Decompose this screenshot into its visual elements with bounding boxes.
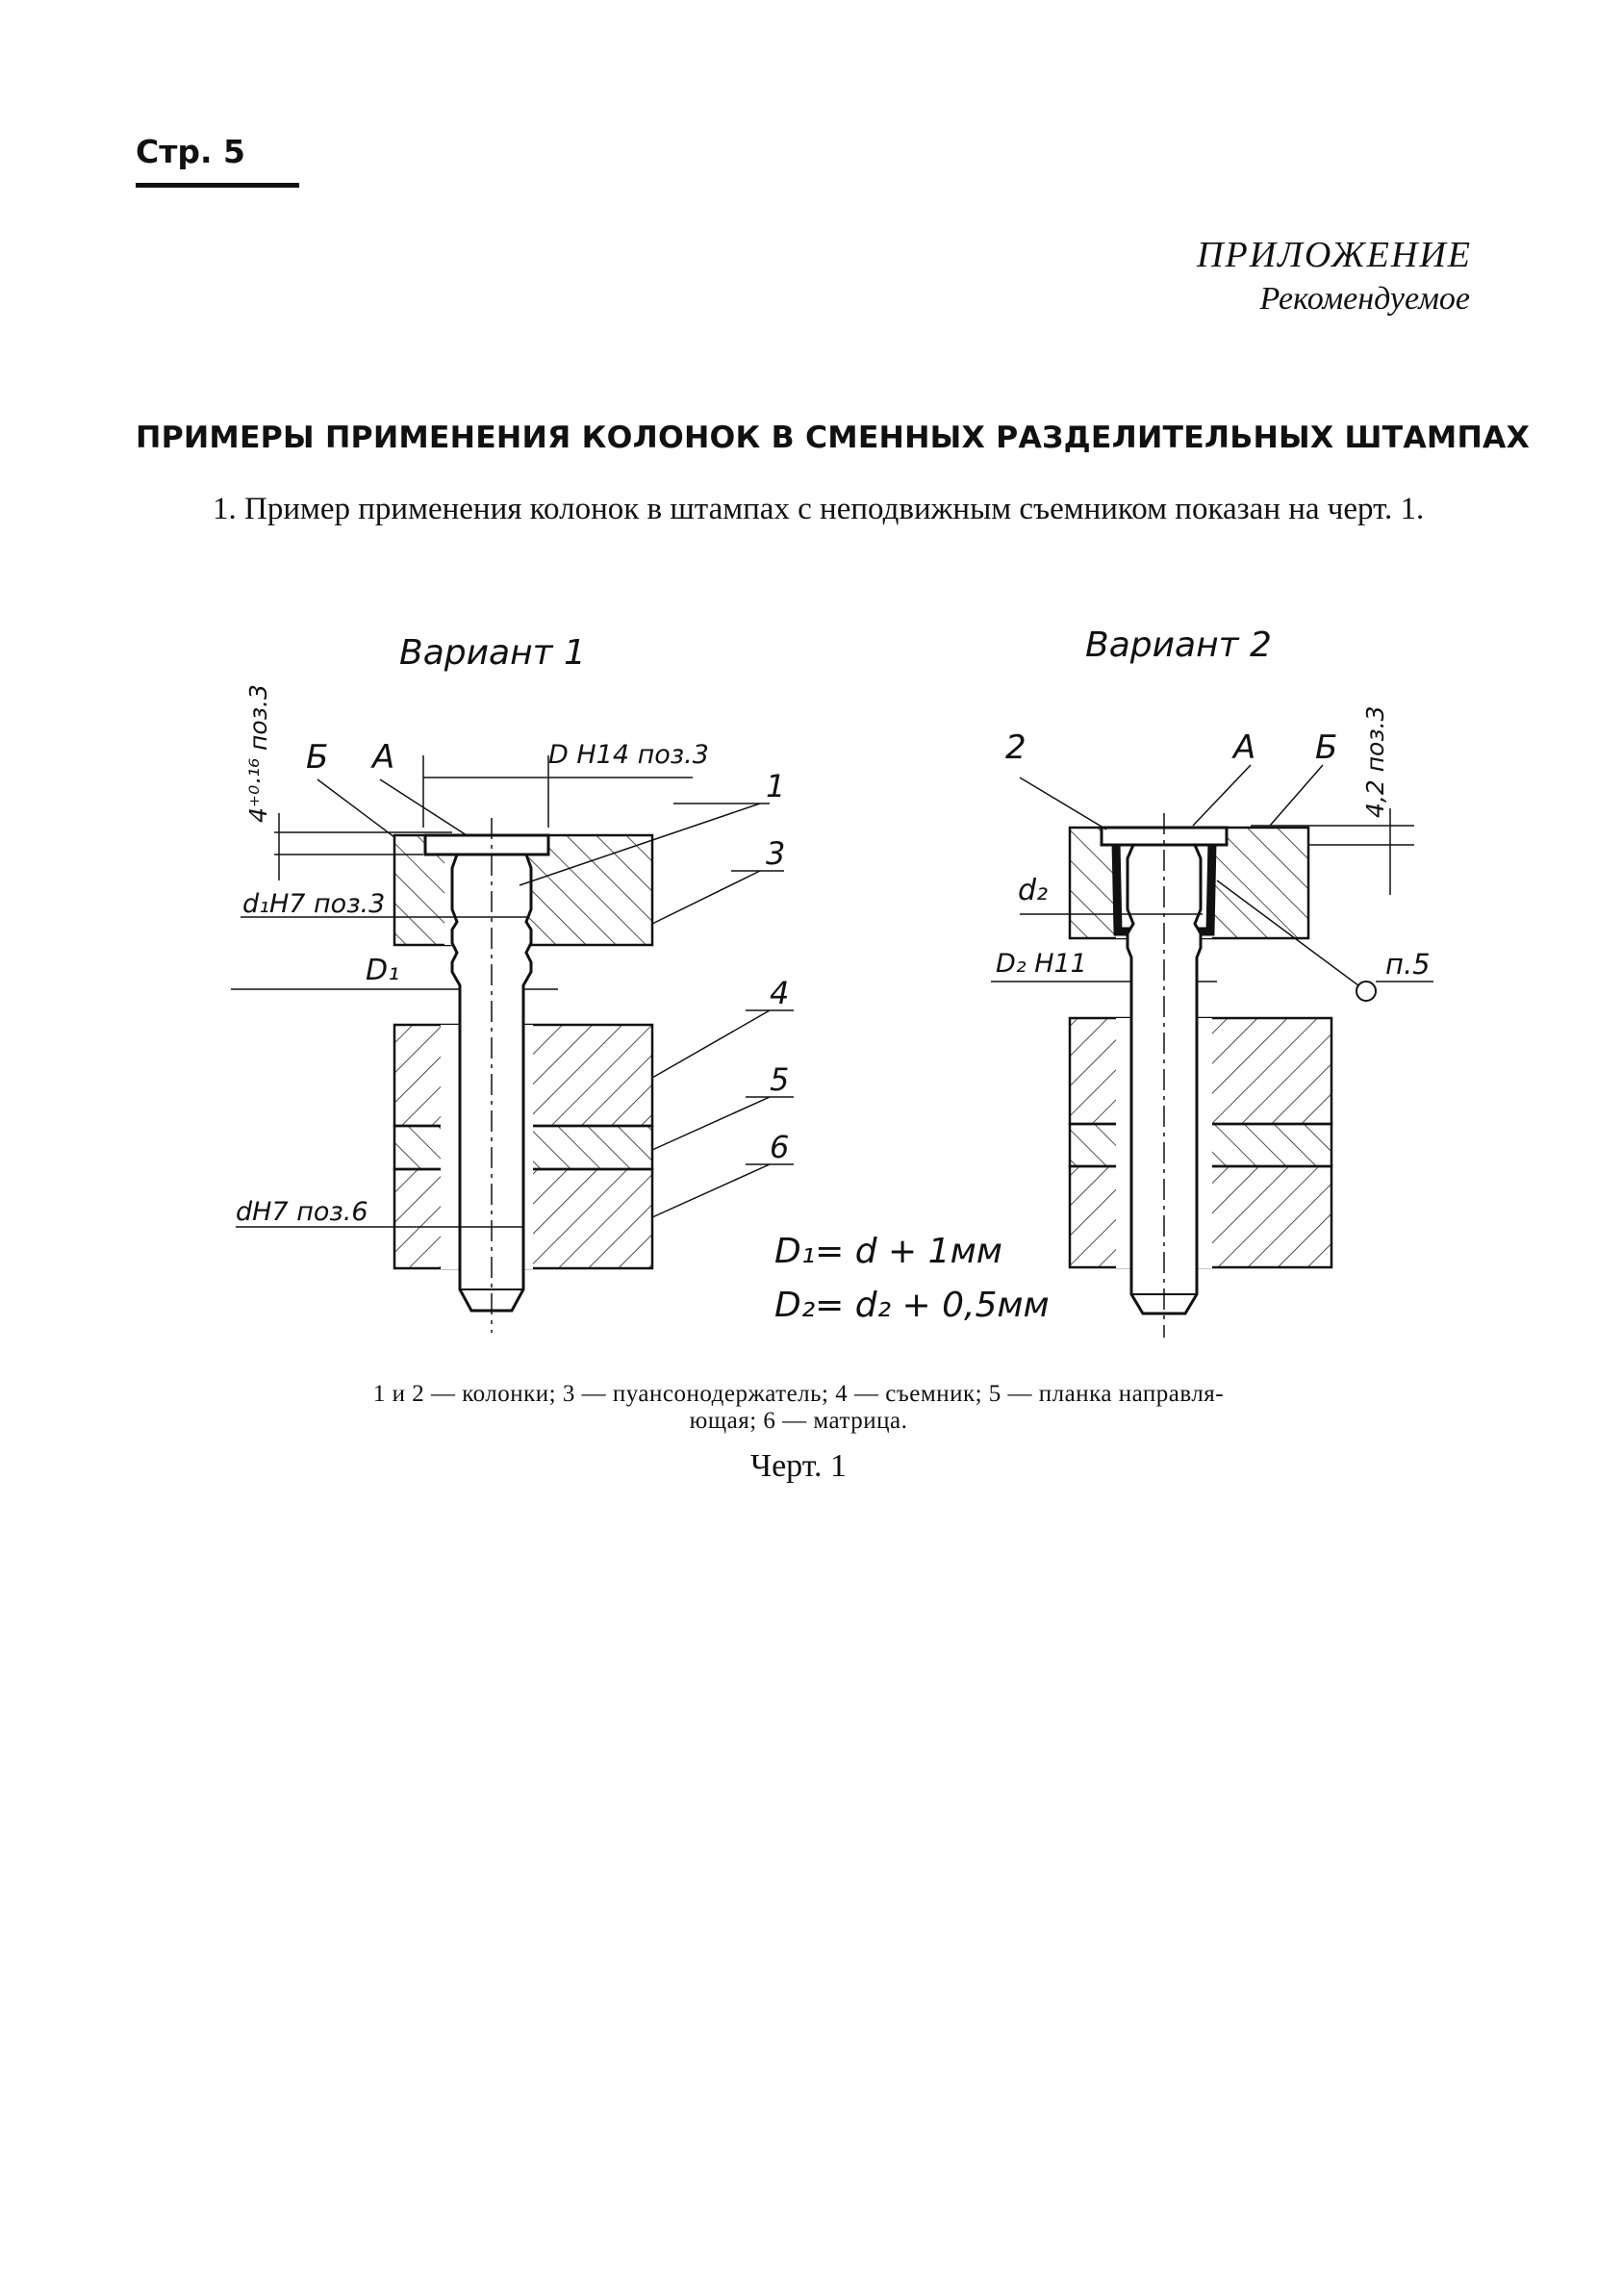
variant-2-drawing bbox=[991, 764, 1433, 1338]
formula-2: D₂= d₂ + 0,5мм bbox=[774, 1286, 1050, 1325]
section-heading: ПРИМЕРЫ ПРИМЕНЕНИЯ КОЛОНОК В СМЕННЫХ РАЗ… bbox=[136, 421, 1531, 455]
v1-pos-4: 4 bbox=[770, 975, 789, 1011]
v1-dim-D1: D₁ bbox=[366, 954, 399, 987]
v1-label-a: А bbox=[370, 738, 394, 777]
v2-label-2: 2 bbox=[1005, 728, 1027, 767]
figure-label: Черт. 1 bbox=[749, 1448, 848, 1484]
caption-line-2: ющая; 6 — матрица. bbox=[689, 1408, 908, 1434]
v2-label-a: А bbox=[1231, 728, 1255, 767]
page-number: Стр. 5 bbox=[136, 133, 245, 170]
v1-dim-dh7: dH7 поз.6 bbox=[236, 1197, 368, 1227]
v1-dim-top: 4⁺⁰·¹⁶ поз.3 bbox=[244, 684, 272, 823]
v2-dim-top: 4,2 поз.3 bbox=[1361, 706, 1389, 819]
v1-pos-6: 6 bbox=[770, 1129, 789, 1165]
v1-title: Вариант 1 bbox=[399, 633, 586, 673]
v2-title: Вариант 2 bbox=[1085, 625, 1272, 665]
v1-column-head bbox=[423, 833, 550, 856]
appendix-title: ПРИЛОЖЕНИЕ bbox=[1197, 235, 1472, 275]
v2-dim-D2H11: D₂ H11 bbox=[996, 949, 1087, 979]
v1-pos-5: 5 bbox=[770, 1061, 789, 1098]
v1-label-b: Б bbox=[306, 738, 328, 777]
figure-caption: 1 и 2 — колонки; 3 — пуансонодержатель; … bbox=[221, 1381, 1376, 1435]
v1-pos-3: 3 bbox=[766, 835, 785, 872]
v2-dim-d2: d₂ bbox=[1018, 874, 1048, 907]
variant-1-drawing bbox=[231, 755, 794, 1333]
v1-dim-dh14: D H14 поз.3 bbox=[548, 740, 709, 770]
v1-dim-d1h7: d₁H7 поз.3 bbox=[242, 889, 385, 919]
formula-1: D₁= d + 1мм bbox=[774, 1232, 1002, 1271]
paragraph-1: 1. Пример применения колонок в штампах с… bbox=[213, 492, 1425, 526]
v2-ref-p5: п.5 bbox=[1385, 948, 1431, 981]
v1-pos-1: 1 bbox=[766, 768, 785, 804]
v2-label-b: Б bbox=[1315, 728, 1337, 767]
appendix-status: Рекомендуемое bbox=[1259, 281, 1470, 317]
caption-line-1: 1 и 2 — колонки; 3 — пуансонодержатель; … bbox=[372, 1381, 1225, 1407]
page-number-rule bbox=[136, 183, 299, 188]
